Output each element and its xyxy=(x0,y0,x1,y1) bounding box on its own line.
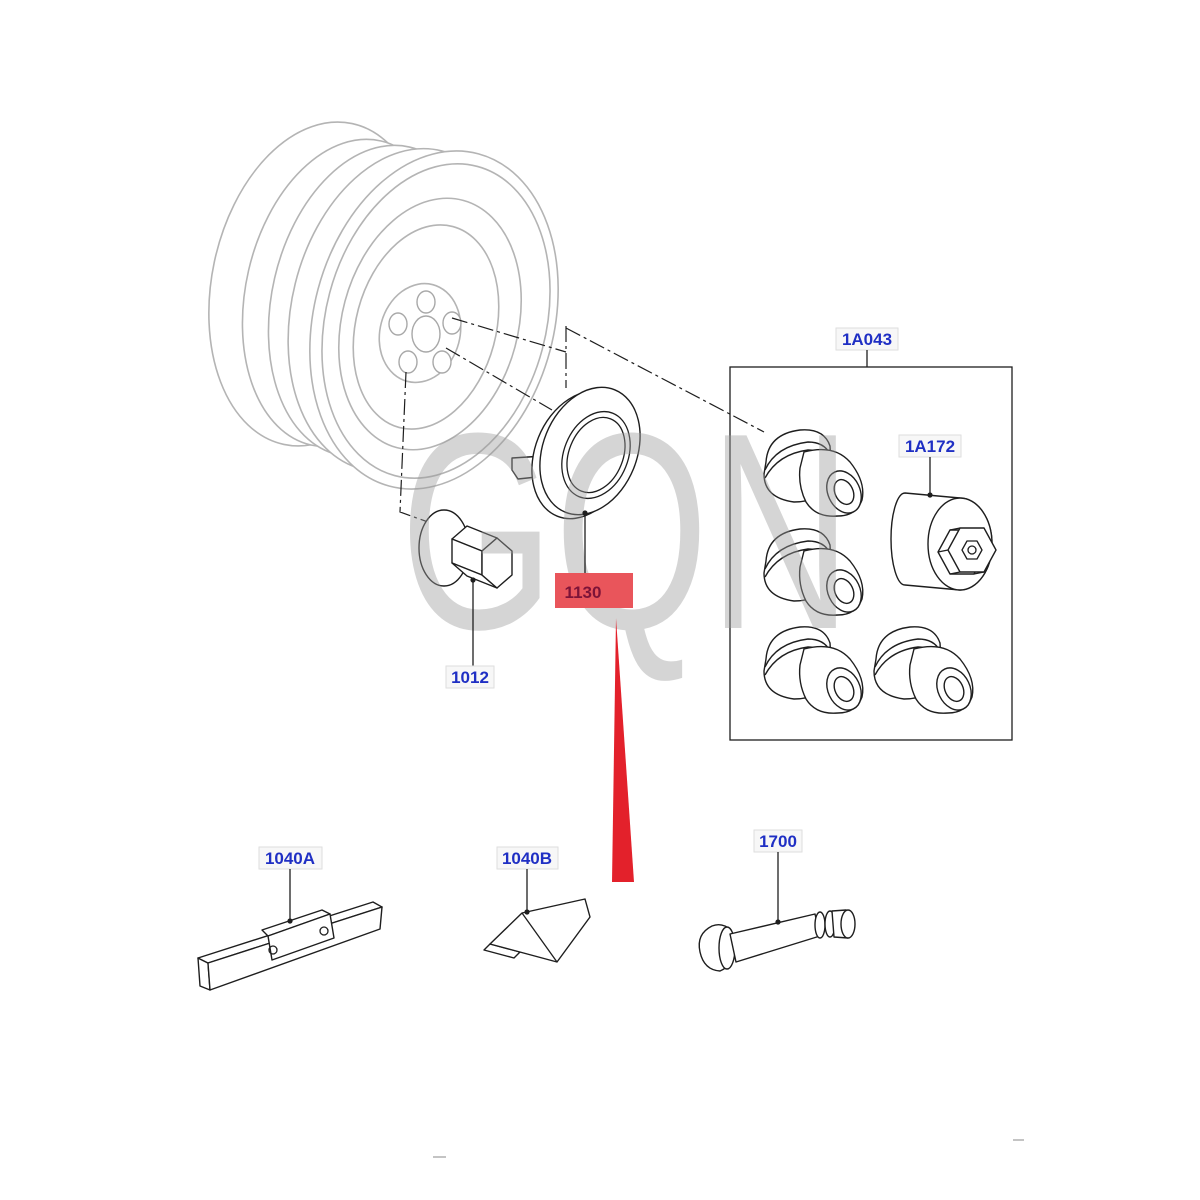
label-1130: 1130 xyxy=(565,583,602,602)
weight-b-plate xyxy=(489,898,591,963)
leader-dot xyxy=(470,577,476,583)
highlight-box xyxy=(555,573,633,608)
wheel-nut-end-face xyxy=(481,537,513,589)
center-bore xyxy=(411,315,441,353)
wheel-hub xyxy=(378,282,462,384)
lug-hole xyxy=(432,350,452,374)
leader-dot xyxy=(582,510,588,516)
balance-weight-b xyxy=(483,898,591,963)
leader-dot xyxy=(927,492,933,498)
valve-ring xyxy=(814,911,826,939)
weight-a-clip xyxy=(267,913,335,961)
lug-hole xyxy=(388,312,408,336)
balance-weight-a xyxy=(197,901,383,991)
wheel-disc xyxy=(337,197,523,451)
lug-hole xyxy=(416,290,436,314)
wheel-rim xyxy=(208,121,559,490)
center-cap xyxy=(511,386,641,520)
watermark: GQN xyxy=(400,376,852,688)
center-cap-ring xyxy=(561,410,631,500)
assembly-line xyxy=(399,371,429,523)
label-1040B: 1040B xyxy=(502,849,552,868)
label-1040A: 1040A xyxy=(265,849,315,868)
lug-hole xyxy=(442,311,462,335)
assembly-line xyxy=(445,347,553,411)
valve-cap-end xyxy=(840,909,856,939)
label-1A172: 1A172 xyxy=(905,437,955,456)
wheel-disc-inner xyxy=(352,224,500,430)
weight-a-rivet xyxy=(268,945,278,955)
callouts: 1A043 1A172 1012 1040A 1040B 1700 xyxy=(258,327,962,925)
center-cap-ring-inner xyxy=(566,416,626,494)
leader-dot xyxy=(524,909,530,915)
key-hex-front xyxy=(947,527,997,573)
label-1012: 1012 xyxy=(451,668,489,687)
key-pattern xyxy=(961,540,983,560)
key-center xyxy=(967,545,977,555)
locking-nut-key xyxy=(890,492,997,591)
assembly-line xyxy=(451,317,567,353)
label-1700: 1700 xyxy=(759,832,797,851)
leader-dot xyxy=(287,918,293,924)
assembly-lines xyxy=(399,317,765,523)
leader-dot xyxy=(775,919,781,925)
lug-hole xyxy=(398,350,418,374)
label-box xyxy=(445,665,495,689)
wheel-nut xyxy=(418,509,513,589)
weight-b-fold xyxy=(521,912,558,963)
weight-a-rivet xyxy=(319,926,329,936)
kit-box xyxy=(729,366,1013,741)
assembly-line xyxy=(565,327,765,433)
highlight-arrow xyxy=(612,618,634,882)
rim-front-inner-lip xyxy=(321,163,551,479)
valve-stem xyxy=(698,909,856,972)
label-1A043: 1A043 xyxy=(842,330,892,349)
